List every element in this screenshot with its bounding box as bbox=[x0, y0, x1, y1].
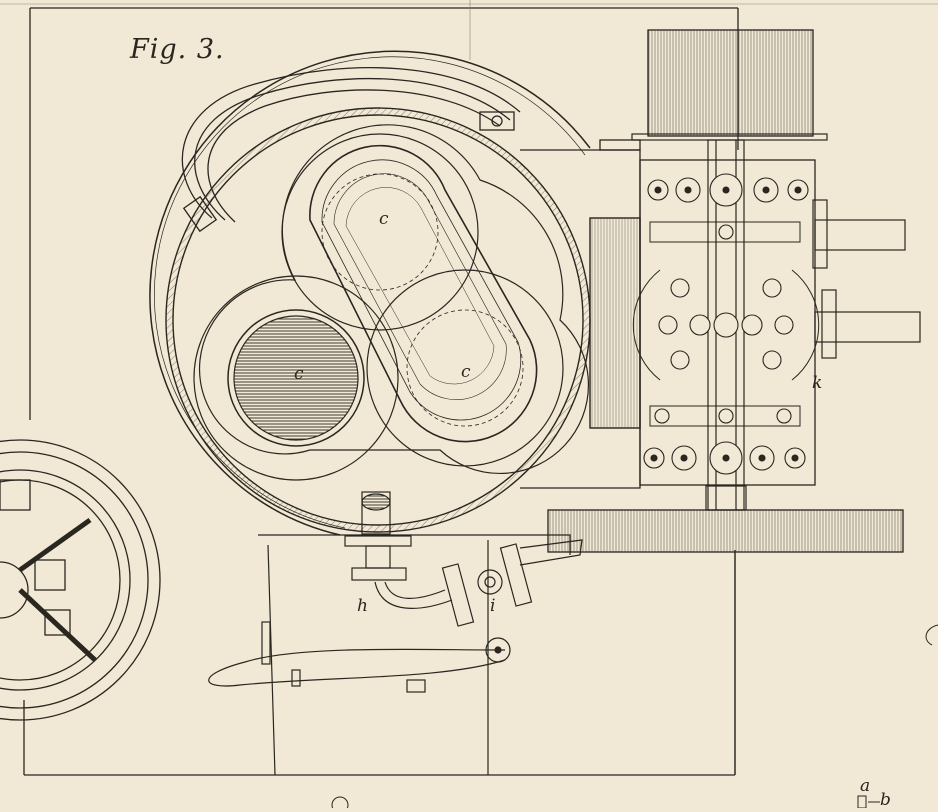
rotor-left bbox=[227, 309, 365, 447]
label-c-right: c bbox=[461, 362, 471, 382]
valve-i bbox=[441, 539, 583, 627]
base bbox=[258, 534, 736, 776]
steam-pipe bbox=[181, 67, 521, 233]
label-c-top: c bbox=[379, 209, 389, 229]
bearing-housing bbox=[520, 139, 816, 489]
rotor-oblong bbox=[309, 144, 538, 443]
gear-band bbox=[632, 221, 820, 427]
label-b: b bbox=[880, 790, 891, 810]
label-k: k bbox=[812, 373, 823, 393]
pulley-top bbox=[631, 29, 828, 141]
flywheel-left bbox=[0, 439, 161, 721]
spring-lever bbox=[208, 621, 511, 693]
label-h: h bbox=[357, 596, 368, 616]
valve-h bbox=[344, 491, 453, 609]
nuts-and-bolts bbox=[643, 173, 809, 475]
rotor-chamber bbox=[193, 124, 589, 481]
label-i: i bbox=[490, 596, 496, 616]
flywheel-bottom bbox=[547, 485, 904, 553]
label-c-left: c bbox=[294, 364, 304, 384]
figure-title: Fig. 3. bbox=[130, 34, 225, 65]
label-a: a bbox=[860, 776, 871, 796]
